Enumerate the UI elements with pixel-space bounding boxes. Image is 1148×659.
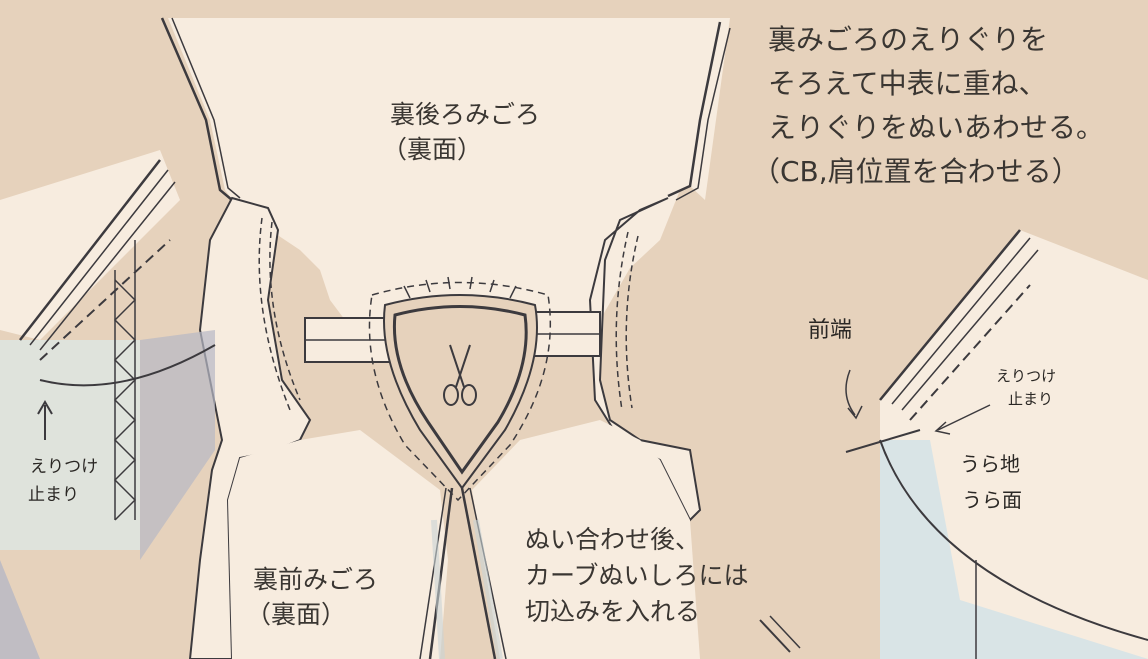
front-edge-label: 前端 [808,318,853,343]
after-note-line-1: ぬい合わせ後、 [525,525,701,554]
left-note-line-1: えりつけ [30,457,99,477]
instruction-line-1: 裏みごろのえりぐりを [768,23,1049,56]
stop-point-line-1: えりつけ [996,367,1057,385]
after-note-line-2: カーブぬいしろには [525,561,749,590]
front-bodice-sub: （裏面） [246,600,347,629]
instruction-line-4: （CB,肩位置を合わせる） [752,155,1080,188]
instruction-line-3: えりぐりをぬいあわせる。 [768,111,1105,144]
after-note-line-3: 切込みを入れる [525,597,701,626]
left-note-line-2: 止まり [28,485,79,505]
right-armhole-piece [588,197,702,522]
right-detail-inset [845,229,1148,659]
back-bodice-title: 裏後ろみごろ [390,100,541,129]
front-bodice [228,420,700,659]
instruction-line-2: そろえて中表に重ね、 [768,67,1047,100]
left-detail-inset [0,150,216,659]
stop-point-line-2: 止まり [1008,390,1054,408]
front-bodice-title: 裏前みごろ [253,565,379,594]
lining-line-1: うら地 [960,452,1020,476]
back-bodice [160,17,731,345]
lining-line-2: うら面 [962,488,1022,512]
scissors-icon [443,344,477,406]
neckline [368,276,551,502]
back-bodice-sub: （裏面） [382,135,483,164]
